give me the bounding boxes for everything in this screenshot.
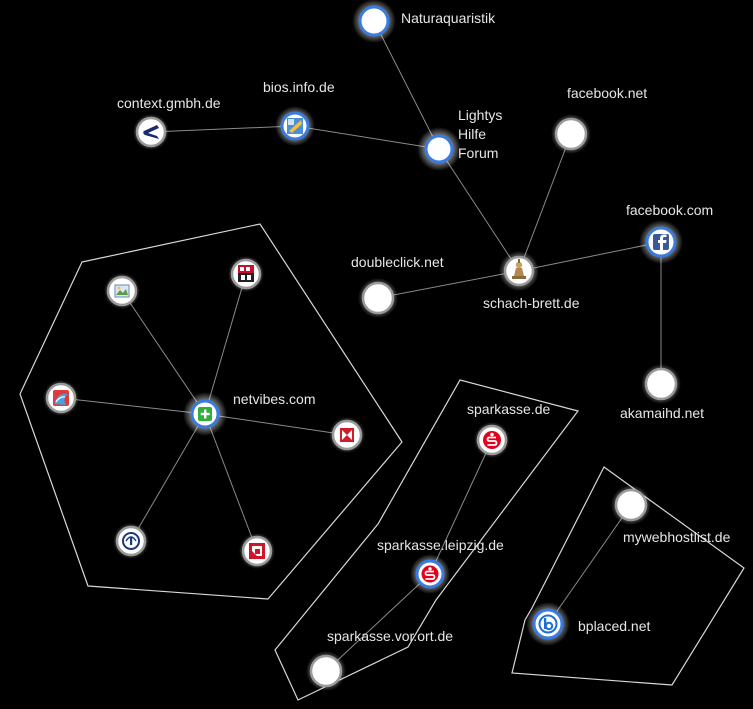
edges [60,20,662,672]
edge-bios-lightys [294,125,440,150]
ard-one-favicon-icon [122,532,140,550]
plain-node-icon [644,367,678,401]
node-label: mywebhostlist.de [623,529,731,545]
node-mywebhostlist-de[interactable]: mywebhostlist.de [611,485,731,545]
edge-sparkasse-leipzig [429,439,493,575]
node-netvibes-satellite-picture[interactable] [104,273,140,309]
edge-doubleclick-schach [377,270,520,299]
edge-mywebhostlist-bplaced [547,504,632,625]
node-netvibes-satellite-red-x[interactable] [329,417,365,453]
node-label: doubleclick.net [351,254,444,270]
edge-facebooknet-schach [518,133,572,272]
node-facebook-com[interactable]: facebook.com [626,202,713,264]
node-bplaced-net[interactable]: bplaced.net [526,602,651,646]
plain-node-icon [614,488,648,522]
node-label: sparkasse.leipzig.de [377,537,504,553]
plain-node-icon [424,134,454,164]
edge-naturaquaristik-lightys [373,20,440,150]
edge-netvibes-nv-a [121,290,206,415]
bios-favicon-icon [287,118,303,134]
node-schach-brett-de[interactable]: schach-brett.de [483,251,580,311]
node-facebook-net[interactable]: facebook.net [551,85,647,154]
edge-netvibes-nv-c [204,413,348,436]
netvibes-plus-icon [198,407,212,421]
node-doubleclick-net[interactable]: doubleclick.net [351,254,444,318]
swirl-favicon-icon [53,390,69,406]
bplaced-b-icon [538,614,558,634]
node-naturaquaristik[interactable]: Naturaquaristik [352,0,496,43]
node-bios-info-de[interactable]: bios.info.de [263,79,335,146]
node-lightys-hilfe-forum[interactable]: Lightys Hilfe Forum [417,107,502,171]
edge-netvibes-nv-d [130,413,206,542]
node-netvibes-satellite-spon[interactable] [228,256,264,292]
sparkasse-s-icon [483,431,501,449]
node-label: akamaihd.net [620,405,704,421]
picture-favicon-icon [114,284,130,298]
edge-netvibes-nv-b [60,397,206,415]
node-netvibes-com[interactable]: netvibes.com [183,391,315,436]
sparkasse-s-icon [421,565,439,583]
node-label: sparkasse.de [467,401,550,417]
edge-leipzig-vorort [325,573,431,672]
node-label: context.gmbh.de [117,95,221,111]
node-label: netvibes.com [233,391,315,407]
plain-node-icon [309,654,343,688]
spon-favicon-icon [238,265,254,282]
edge-lightys-schach [438,148,520,272]
sparkasse-cluster-hull [274,379,580,701]
chess-piece-icon [512,259,526,279]
cluster-hulls [19,223,745,701]
node-sparkasse-leipzig-de[interactable]: sparkasse.leipzig.de [377,537,504,594]
netvibes-cluster-hull [19,223,403,600]
nodes: Naturaquaristik Lightys Hilfe Forum bios… [43,0,731,691]
edge-netvibes-nv-spon [204,273,247,415]
node-netvibes-satellite-swirl[interactable] [43,380,79,416]
plain-node-icon [361,281,395,315]
red-x-favicon-icon [340,428,354,442]
context-favicon-icon [143,125,159,139]
node-context-gmbh-de[interactable]: context.gmbh.de [117,95,221,150]
node-sparkasse-de[interactable]: sparkasse.de [467,401,550,458]
node-label-line-2: Hilfe [458,126,486,142]
facebook-f-icon [653,234,669,250]
edge-netvibes-nv-e [204,413,258,552]
node-label-line-3: Forum [458,145,498,161]
node-netvibes-satellite-ard[interactable] [113,523,149,559]
node-label: bios.info.de [263,79,335,95]
node-label: facebook.com [626,202,713,218]
node-label: sparkasse.vor.ort.de [327,628,453,644]
red-square-favicon-icon [249,543,265,559]
node-label: bplaced.net [578,618,651,634]
node-label: schach-brett.de [483,295,580,311]
node-circle [135,116,167,148]
node-netvibes-satellite-red-square[interactable] [239,533,275,569]
plain-node-icon [554,117,588,151]
node-label: facebook.net [567,85,647,101]
node-sparkasse-vor-ort-de[interactable]: sparkasse.vor.ort.de [306,628,453,691]
node-akamaihd-net[interactable]: akamaihd.net [620,364,704,421]
plain-node-icon [358,5,390,37]
edge-schach-facebookcom [518,241,662,272]
bplaced-cluster-hull [511,466,745,686]
node-label-line-1: Lightys [458,107,502,123]
edge-context-bios [150,125,296,133]
node-label: Naturaquaristik [401,10,496,26]
